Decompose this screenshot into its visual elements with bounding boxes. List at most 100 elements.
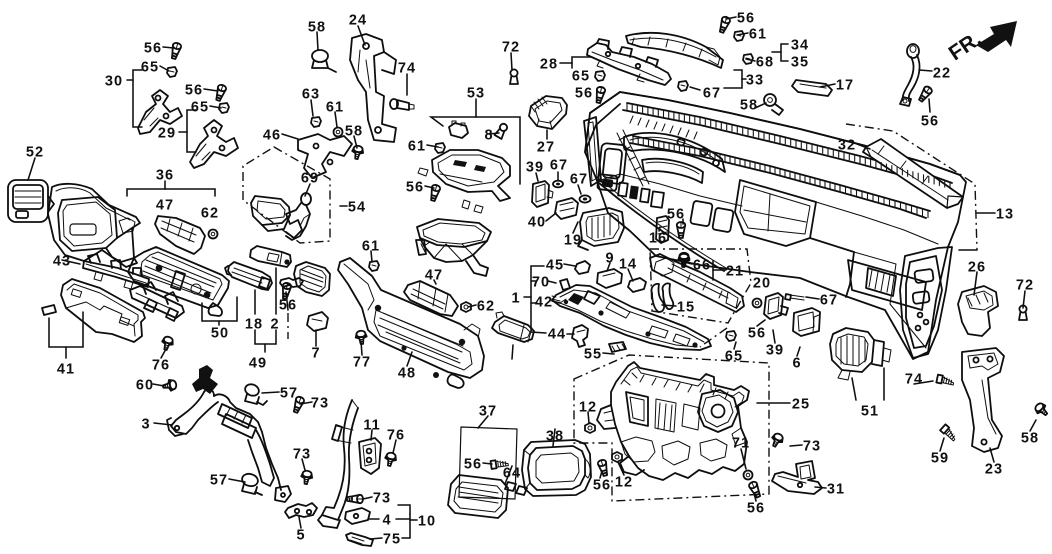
svg-text:56: 56 [406,180,424,196]
svg-text:37: 37 [479,404,497,420]
svg-text:58: 58 [1021,431,1039,447]
svg-text:56: 56 [185,83,203,99]
svg-text:26: 26 [968,260,986,276]
svg-text:54: 54 [348,200,366,216]
svg-text:73: 73 [803,439,821,455]
svg-text:2: 2 [270,317,279,333]
svg-text:61: 61 [326,100,344,116]
svg-text:67: 67 [703,86,721,102]
svg-text:11: 11 [363,418,380,434]
svg-text:19: 19 [564,233,582,249]
svg-text:57: 57 [210,473,228,489]
svg-text:67: 67 [570,172,588,188]
svg-text:42: 42 [535,295,553,311]
svg-text:13: 13 [996,207,1014,223]
svg-text:9: 9 [605,251,614,267]
svg-text:21: 21 [726,264,744,280]
svg-text:73: 73 [293,447,311,463]
svg-text:76: 76 [152,358,170,374]
svg-text:66: 66 [693,258,711,274]
svg-text:67: 67 [550,158,568,174]
svg-text:48: 48 [398,366,416,382]
svg-text:3: 3 [141,417,150,433]
svg-text:56: 56 [593,478,611,494]
svg-text:60: 60 [136,378,154,394]
svg-text:47: 47 [156,198,174,214]
svg-text:65: 65 [191,100,209,116]
svg-text:77: 77 [353,355,371,371]
svg-text:52: 52 [26,145,44,161]
svg-text:53: 53 [467,86,485,102]
svg-text:34: 34 [791,38,809,54]
svg-text:56: 56 [667,207,685,223]
svg-text:15: 15 [677,300,695,316]
svg-text:23: 23 [985,462,1003,478]
svg-text:61: 61 [408,139,426,155]
svg-text:56: 56 [747,501,765,517]
svg-text:50: 50 [211,326,229,342]
svg-text:1: 1 [511,291,520,307]
svg-text:45: 45 [546,258,564,274]
svg-text:29: 29 [158,126,176,142]
svg-text:12: 12 [579,400,597,416]
svg-text:73: 73 [373,491,391,507]
svg-text:12: 12 [615,475,633,491]
svg-text:4: 4 [382,513,391,529]
svg-text:30: 30 [105,74,123,90]
svg-text:56: 56 [279,298,297,314]
svg-text:22: 22 [933,66,951,82]
svg-text:56: 56 [464,457,482,473]
svg-text:68: 68 [756,55,774,71]
svg-text:33: 33 [746,73,764,89]
svg-text:28: 28 [540,57,558,73]
svg-text:44: 44 [548,327,566,343]
svg-text:57: 57 [280,386,298,402]
svg-text:25: 25 [792,397,810,413]
svg-text:56: 56 [144,41,162,57]
svg-text:56: 56 [921,114,939,130]
svg-text:10: 10 [418,514,436,530]
svg-text:61: 61 [362,239,380,255]
svg-text:74: 74 [398,61,416,77]
svg-text:32: 32 [838,138,856,154]
svg-text:69: 69 [301,171,319,187]
svg-text:17: 17 [836,78,854,94]
svg-text:72: 72 [1016,278,1034,294]
svg-text:65: 65 [572,69,590,85]
svg-text:63: 63 [302,87,320,103]
svg-text:51: 51 [861,404,879,420]
svg-text:35: 35 [791,55,809,71]
svg-text:36: 36 [156,168,174,184]
svg-text:18: 18 [245,317,263,333]
svg-text:58: 58 [740,98,758,114]
svg-text:70: 70 [532,275,550,291]
svg-text:67: 67 [820,293,838,309]
svg-text:39: 39 [766,343,784,359]
svg-text:38: 38 [546,429,564,445]
svg-text:5: 5 [296,528,305,544]
svg-text:56: 56 [575,86,593,102]
svg-text:7: 7 [311,346,320,362]
svg-text:64: 64 [503,466,521,482]
svg-text:16: 16 [649,231,667,247]
svg-text:58: 58 [308,20,326,36]
svg-text:65: 65 [725,349,743,365]
svg-text:62: 62 [201,206,219,222]
svg-text:74: 74 [905,372,923,388]
svg-text:58: 58 [345,124,363,140]
svg-text:71: 71 [732,436,750,452]
svg-text:14: 14 [619,257,637,273]
svg-text:47: 47 [425,268,443,284]
svg-text:56: 56 [748,326,766,342]
svg-text:24: 24 [349,13,367,29]
svg-text:41: 41 [57,362,75,378]
svg-text:20: 20 [753,276,771,292]
svg-text:8: 8 [484,128,493,144]
svg-text:75: 75 [383,532,401,548]
svg-text:43: 43 [53,254,71,270]
svg-text:65: 65 [141,60,159,76]
svg-text:59: 59 [931,451,949,467]
svg-text:27: 27 [537,140,555,156]
svg-text:31: 31 [827,482,845,498]
svg-text:39: 39 [526,160,544,176]
